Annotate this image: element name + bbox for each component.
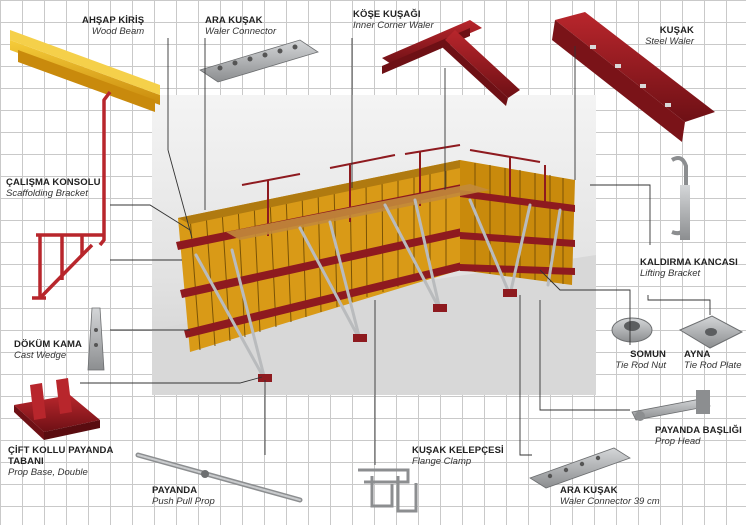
label-tr: KUŞAK KELEPÇESİ [412,445,504,456]
label-tr: PAYANDA BAŞLIĞI [655,425,742,436]
tie-rod-nut-part [611,317,653,343]
label-en: Prop Base, Double [8,466,88,478]
cast-wedge-part [87,307,105,371]
steel-waler-part [552,12,715,142]
prop-head-part [631,390,711,421]
label-cast-wedge: DÖKÜM KAMA Cast Wedge [14,339,83,362]
label-tr: KÖŞE KUŞAĞI [353,9,421,20]
label-flange-clamp: KUŞAK KELEPÇESİ Flange Clamp [412,445,504,468]
label-tr: ARA KUŞAK [560,485,618,496]
label-en: Tie Rod Plate [684,359,742,371]
label-en: Push Pull Prop [152,495,215,507]
label-prop-base-double: ÇİFT KOLLU PAYANDA TABANI Prop Base, Dou… [8,445,114,479]
scaffolding-bracket-part [32,90,112,300]
waler-connector-39-part [529,447,631,489]
flange-clamp-part [358,468,418,513]
label-en: Steel Waler [645,35,694,47]
label-tr: KALDIRMA KANCASI [640,257,738,268]
label-tr: AHŞAP KİRİŞ [82,15,145,26]
label-tie-rod-plate: AYNA Tie Rod Plate [684,349,742,372]
label-tr-line2: TABANI [8,455,44,467]
wood-beam-part [10,30,160,112]
push-pull-prop-part [135,452,303,503]
label-en: Waler Connector [205,25,277,37]
label-steel-waler: KUŞAK Steel Waler [620,25,694,48]
label-en: Wood Beam [91,25,145,37]
prop-base-part [14,378,100,440]
label-tr: ÇALIŞMA KONSOLU [6,177,101,188]
label-tr: PAYANDA [152,485,198,496]
label-lifting-bracket: KALDIRMA KANCASI Lifting Bracket [640,257,738,280]
label-inner-corner-waler: KÖŞE KUŞAĞI Inner Corner Waler [353,9,434,32]
label-en: Prop Head [655,435,701,447]
label-en: Cast Wedge [14,349,67,361]
label-wood-beam: AHŞAP KİRİŞ Wood Beam [82,15,145,38]
label-tr: ÇİFT KOLLU PAYANDA [8,445,114,456]
label-en: Scaffolding Bracket [6,187,88,199]
waler-connector-part [199,39,319,83]
label-en: Tie Rod Nut [615,359,666,371]
label-tr: SOMUN [630,349,666,360]
label-scaffolding-bracket: ÇALIŞMA KONSOLU Scaffolding Bracket [6,177,101,200]
inner-corner-waler-part [382,20,520,106]
lifting-bracket-part [670,156,690,240]
label-waler-connector: ARA KUŞAK Waler Connector [205,15,277,38]
label-tr: AYNA [684,349,711,360]
tie-rod-plate-part [678,315,744,349]
label-tie-rod-nut: SOMUN Tie Rod Nut [604,349,666,372]
leader-lines [80,38,711,465]
label-en: Waler Connector 39 cm [560,495,660,507]
label-tr: DÖKÜM KAMA [14,339,83,350]
label-tr: ARA KUŞAK [205,15,263,26]
label-en: Flange Clamp [412,455,472,467]
label-prop-head: PAYANDA BAŞLIĞI Prop Head [655,425,742,448]
label-push-pull-prop: PAYANDA Push Pull Prop [152,485,215,508]
label-waler-connector-39: ARA KUŞAK Waler Connector 39 cm [560,485,660,508]
label-tr: KUŞAK [659,25,694,36]
label-en: Lifting Bracket [640,267,701,279]
prop-struts [194,198,562,382]
label-en: Inner Corner Waler [353,19,434,31]
short-wall [460,160,575,285]
formwork-scene [152,95,596,395]
